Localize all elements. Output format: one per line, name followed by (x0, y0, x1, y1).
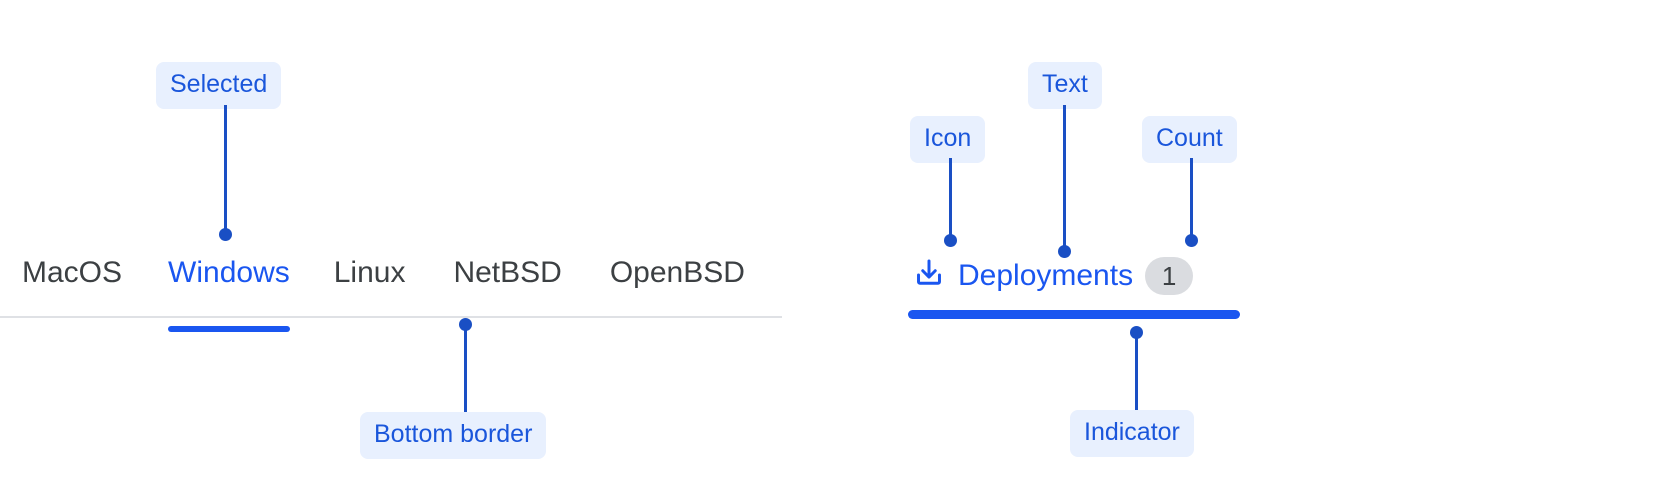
leader-line-text (1063, 105, 1066, 250)
callout-text: Text (1028, 62, 1102, 109)
tab-label: Windows (168, 256, 290, 289)
tab-label: Linux (333, 256, 406, 289)
leader-line-indicator (1135, 332, 1138, 410)
tab-active-indicator (908, 310, 1240, 319)
tab-openbsd[interactable]: OpenBSD (610, 252, 745, 288)
tab-label: Deployments (958, 258, 1134, 292)
leader-line-bottom-border (464, 324, 467, 414)
tab-deployments[interactable]: Deployments 1 (912, 252, 1194, 318)
download-icon (912, 256, 946, 295)
leader-line-icon (949, 158, 952, 238)
callout-indicator: Indicator (1070, 410, 1194, 457)
leader-dot-count (1185, 234, 1198, 247)
callout-icon: Icon (910, 116, 986, 163)
leader-dot-selected (219, 228, 232, 241)
callout-bottom-border: Bottom border (360, 412, 547, 459)
tab-bar-left: MacOS Windows Linux NetBSD OpenBSD (0, 252, 782, 332)
count-badge: 1 (1145, 256, 1194, 295)
tab-linux[interactable]: Linux (334, 252, 406, 288)
tab-label: MacOS (22, 256, 123, 289)
leader-dot-icon (944, 234, 957, 247)
tab-macos[interactable]: MacOS (22, 252, 122, 288)
leader-dot-text (1058, 245, 1071, 258)
tab-active-underline (168, 326, 290, 332)
callout-selected: Selected (156, 62, 282, 109)
tab-label: OpenBSD (609, 256, 745, 289)
leader-line-count (1190, 158, 1193, 238)
tab-netbsd[interactable]: NetBSD (453, 252, 561, 288)
leader-line-selected (224, 105, 227, 233)
tab-label: NetBSD (453, 256, 562, 289)
callout-count: Count (1142, 116, 1237, 163)
tab-windows[interactable]: Windows (168, 252, 290, 332)
